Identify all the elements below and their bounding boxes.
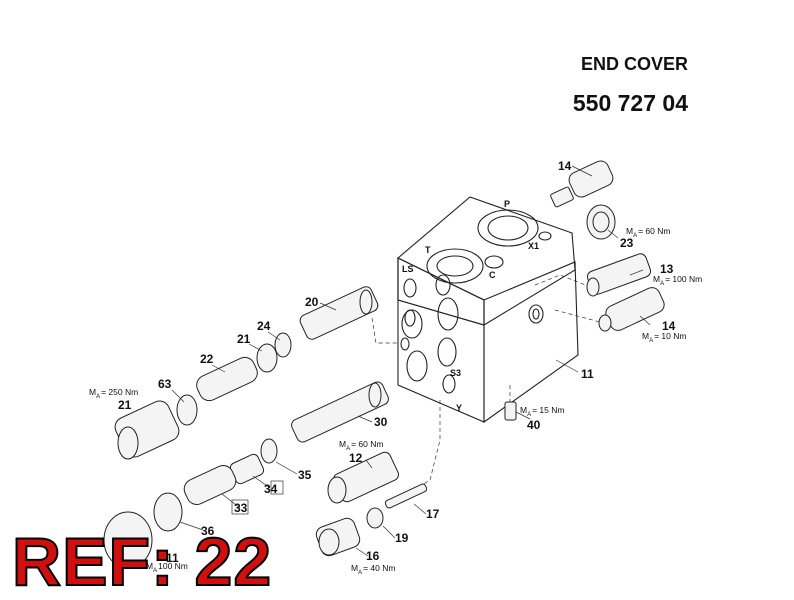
part-13-valve [586, 253, 652, 297]
callout-36: 36 [201, 524, 215, 538]
port-t-label: T [425, 245, 431, 255]
callout-11-lower: 11 [166, 551, 179, 565]
callout-12: 12 [349, 451, 363, 465]
svg-text:MA= 10 Nm: MA= 10 Nm [642, 331, 686, 344]
callout-14-top: 14 [558, 159, 572, 173]
port-p-label: P [504, 199, 510, 209]
svg-text:MA= 60 Nm: MA= 60 Nm [339, 439, 383, 452]
callout-30: 30 [374, 415, 388, 429]
svg-text:MA= 60 Nm: MA= 60 Nm [626, 226, 670, 239]
callout-22: 22 [200, 352, 214, 366]
callout-19: 19 [395, 531, 409, 545]
callout-33: 33 [234, 501, 248, 515]
part-21-cap [114, 400, 180, 460]
port-x1-label: X1 [528, 241, 539, 251]
part-30-spool [291, 381, 389, 443]
svg-text:MA= 100 Nm: MA= 100 Nm [653, 274, 702, 287]
torque-12: MA= 60 Nm [339, 439, 383, 452]
assembly-lines [371, 274, 601, 501]
part-22-spring [196, 356, 258, 402]
drawing-title: END COVER [580, 54, 688, 74]
part-63-oring [176, 394, 198, 426]
callout-11: 11 [581, 367, 594, 381]
valve-block [397, 196, 579, 424]
callout-35: 35 [298, 468, 312, 482]
part-12-valve [327, 451, 399, 504]
callout-20: 20 [305, 295, 319, 309]
part-number: 550 727 04 [572, 90, 688, 116]
svg-text:MA= 40 Nm: MA= 40 Nm [351, 563, 395, 576]
torque-11-lower: MA100 Nm [146, 561, 188, 574]
callout-21-b: 21 [118, 398, 132, 412]
callout-33-box [231, 499, 249, 515]
part-20-spool [299, 286, 379, 340]
callout-63: 63 [158, 377, 172, 391]
part-40-plug [504, 401, 517, 421]
torque-14: MA= 10 Nm [642, 331, 686, 344]
svg-text:MA100 Nm: MA100 Nm [146, 561, 188, 574]
callout-17: 17 [426, 507, 440, 521]
port-ls-label: LS [402, 264, 414, 274]
part-17-pin [384, 483, 428, 509]
svg-text:MA= 250 Nm: MA= 250 Nm [89, 387, 138, 400]
callout-23: 23 [620, 236, 634, 250]
port-c-label: C [489, 270, 496, 280]
callout-13: 13 [660, 262, 674, 276]
torque-16: MA= 40 Nm [351, 563, 395, 576]
svg-text:MA= 15 Nm: MA= 15 Nm [520, 405, 564, 418]
part-19-oring [366, 507, 384, 529]
torque-40: MA= 15 Nm [520, 405, 564, 418]
part-14-lower [598, 287, 665, 332]
leader-lines [171, 165, 651, 557]
part-11-cap [103, 511, 153, 569]
callout-24: 24 [257, 319, 271, 333]
ref-watermark: REF: 22 [11, 524, 273, 600]
port-y-label: Y [456, 403, 462, 413]
part-24-ring [274, 332, 292, 358]
callout-14-lower: 14 [662, 319, 676, 333]
part-36-oring [153, 492, 183, 532]
callout-21-a: 21 [237, 332, 251, 346]
torque-23: MA= 60 Nm [626, 226, 670, 239]
part-21-small [256, 343, 278, 373]
part-33-spring [183, 465, 237, 505]
part-35-ring [260, 438, 278, 464]
callout-34-box [270, 480, 284, 495]
torque-13: MA= 100 Nm [653, 274, 702, 287]
torque-21: MA= 250 Nm [89, 387, 138, 400]
part-23-plug [586, 204, 616, 240]
callout-40: 40 [527, 418, 541, 432]
part-16-cap [315, 517, 361, 557]
callout-16: 16 [366, 549, 380, 563]
port-s3-label: S3 [450, 368, 461, 378]
